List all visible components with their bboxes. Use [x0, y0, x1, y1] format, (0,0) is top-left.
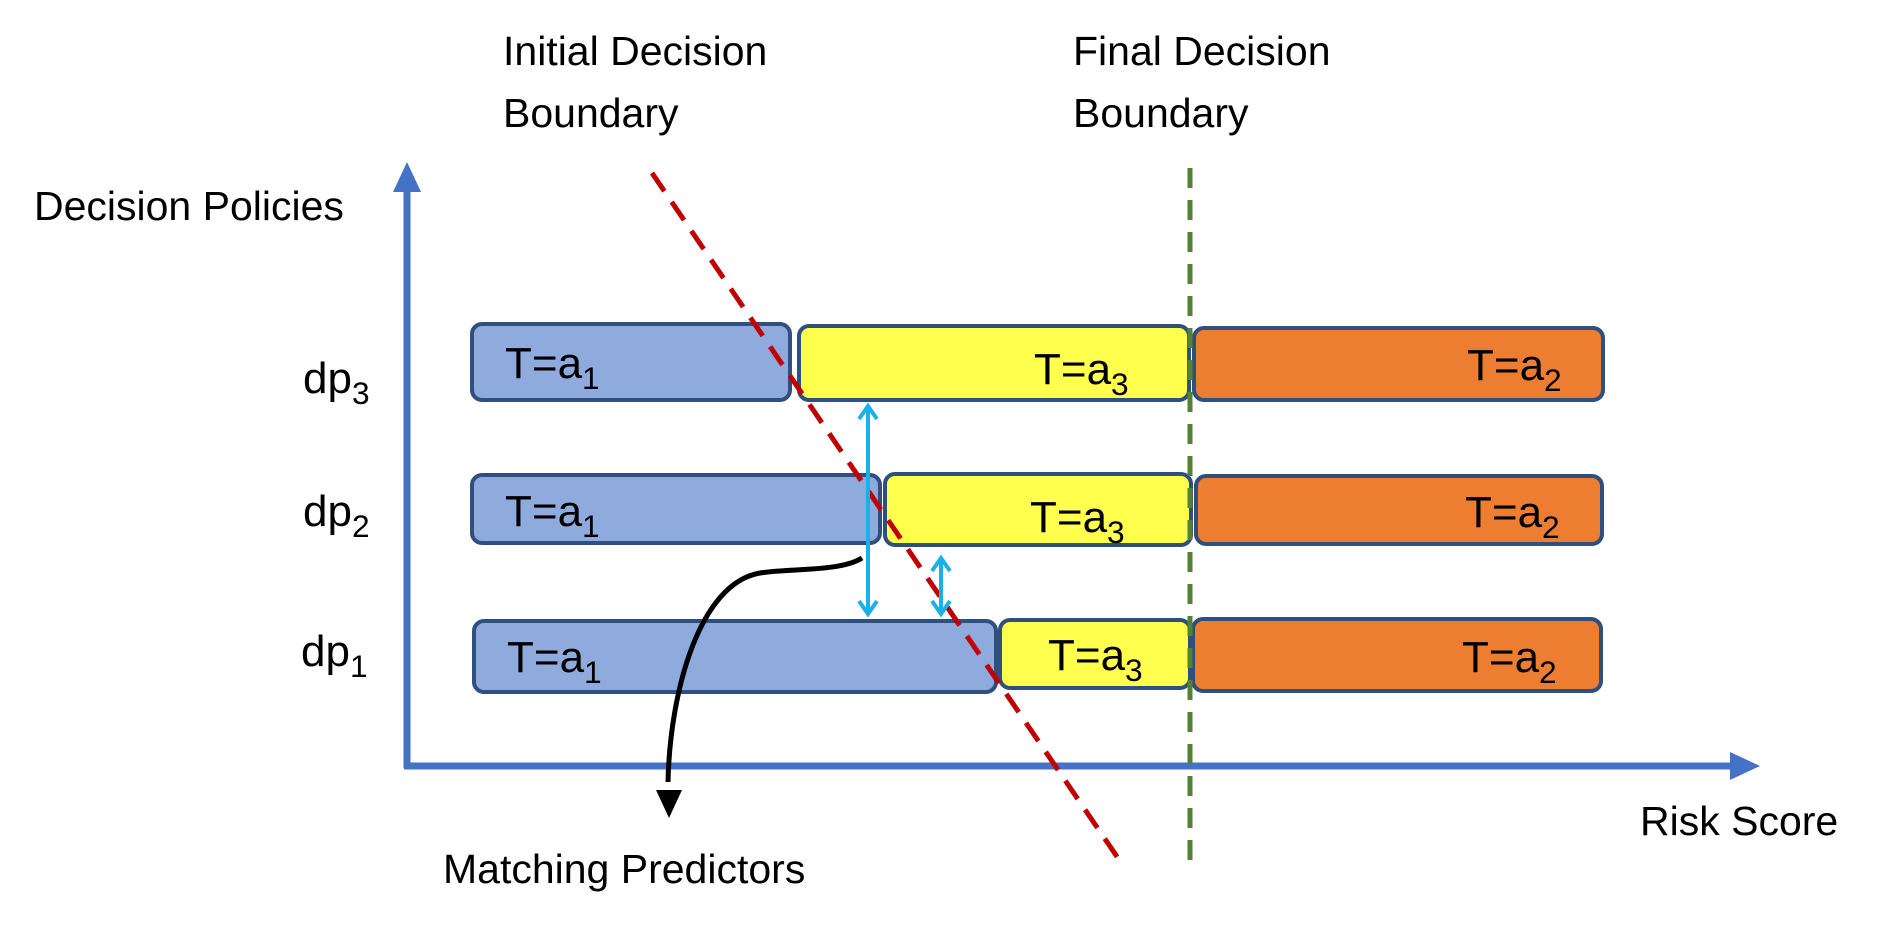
row-label-dp1: dp1: [301, 627, 368, 685]
row-dp1-segment-a1: [472, 619, 998, 694]
row-dp3-segment-a3: [797, 324, 1191, 402]
row-dp2-a1-text: T=a1: [505, 487, 600, 545]
row-label-dp2: dp2: [303, 487, 370, 545]
final-boundary-title: Final Decision Boundary: [1073, 20, 1331, 144]
y-axis-arrowhead: [393, 162, 421, 192]
x-axis-arrowhead: [1730, 752, 1760, 780]
matching-arrow-long: [857, 402, 879, 618]
annotation-pointer-arrow: [665, 555, 864, 783]
row-dp2-a2-text: T=a2: [1465, 488, 1560, 546]
final-boundary-title-line2: Boundary: [1073, 90, 1249, 136]
row-dp3-a2-text: T=a2: [1467, 341, 1562, 399]
initial-boundary-title: Initial Decision Boundary: [503, 20, 767, 144]
final-boundary-title-line1: Final Decision: [1073, 28, 1331, 74]
matching-predictors-label: Matching Predictors: [443, 846, 806, 892]
row-dp1-a1-text: T=a1: [507, 633, 602, 691]
row-dp2-segment-a3: [883, 472, 1193, 547]
annotation-pointer-arrowhead: [656, 790, 682, 818]
row-dp1-a3-text: T=a3: [1048, 631, 1143, 689]
initial-boundary-title-line2: Boundary: [503, 90, 679, 136]
x-axis-label: Risk Score: [1640, 798, 1839, 844]
row-dp3-a1-text: T=a1: [505, 339, 600, 397]
row-dp2-segment-a1: [470, 473, 882, 545]
row-dp1-a2-text: T=a2: [1462, 633, 1557, 691]
row-dp2-segment-a2: [1194, 474, 1604, 546]
row-dp1-segment-a2: [1191, 617, 1603, 693]
y-axis-label: Decision Policies: [34, 183, 344, 229]
initial-boundary-title-line1: Initial Decision: [503, 28, 768, 74]
matching-arrow-short: [930, 554, 952, 618]
row-dp3-a3-text: T=a3: [1034, 345, 1129, 403]
row-dp2-a3-text: T=a3: [1030, 493, 1125, 551]
row-dp3-segment-a1: [470, 322, 792, 402]
row-label-dp3: dp3: [303, 354, 370, 412]
row-dp3-segment-a2: [1192, 326, 1605, 402]
